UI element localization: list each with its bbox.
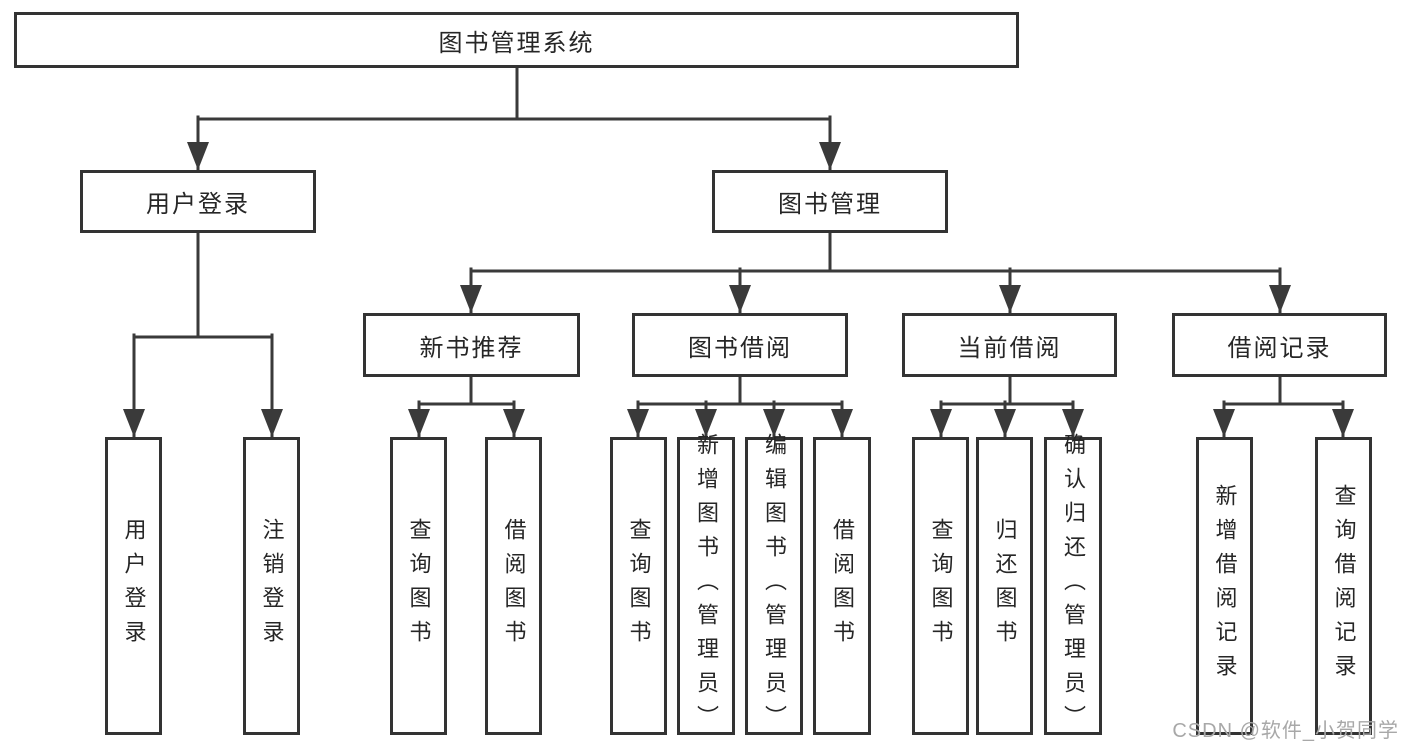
node-leaf-query-books-borrow: 查询图书: [610, 437, 667, 735]
node-leaf-query-books-current: 查询图书: [912, 437, 969, 735]
node-leaf-borrow-books: 借阅图书: [813, 437, 871, 735]
node-leaf-edit-books-admin: 编辑图书（管理员）: [745, 433, 803, 739]
node-user-login-label: 用户登录: [146, 191, 250, 218]
node-leaf-query-books-recommend: 查询图书: [390, 437, 447, 735]
node-leaf-query-borrow-record: 查询借阅记录: [1315, 437, 1372, 735]
node-leaf-confirm-return-admin-label: 确认归还（管理员）: [1061, 433, 1086, 739]
node-leaf-query-borrow-record-label: 查询借阅记录: [1331, 484, 1357, 688]
node-leaf-confirm-return-admin: 确认归还（管理员）: [1044, 433, 1102, 739]
node-leaf-query-books-borrow-label: 查询图书: [626, 518, 652, 654]
node-current-borrow: 当前借阅: [902, 313, 1117, 377]
node-leaf-add-borrow-record: 新增借阅记录: [1196, 437, 1253, 735]
node-book-management: 图书管理: [712, 170, 948, 233]
node-new-book-recommend-label: 新书推荐: [419, 334, 524, 362]
node-book-borrow-label: 图书借阅: [688, 334, 792, 362]
node-book-management-label: 图书管理: [778, 191, 882, 218]
node-borrow-records-label: 借阅记录: [1227, 334, 1332, 362]
node-leaf-query-books-current-label: 查询图书: [928, 518, 954, 654]
csdn-watermark: CSDN @软件_小贺同学: [1172, 720, 1399, 742]
node-leaf-logout: 注销登录: [243, 437, 300, 735]
node-leaf-borrow-books-label: 借阅图书: [830, 518, 855, 654]
node-borrow-records: 借阅记录: [1172, 313, 1387, 377]
node-current-borrow-label: 当前借阅: [957, 334, 1062, 362]
node-leaf-query-books-recommend-label: 查询图书: [406, 518, 432, 654]
node-leaf-add-books-admin: 新增图书（管理员）: [677, 433, 735, 739]
node-leaf-return-books-label: 归还图书: [992, 518, 1018, 654]
node-root-label: 图书管理系统: [438, 29, 595, 57]
node-leaf-add-borrow-record-label: 新增借阅记录: [1212, 484, 1238, 688]
node-leaf-user-login-label: 用户登录: [121, 518, 147, 654]
node-user-login: 用户登录: [80, 170, 316, 233]
node-leaf-borrow-books-recommend: 借阅图书: [485, 437, 542, 735]
node-leaf-logout-label: 注销登录: [259, 518, 285, 654]
node-leaf-borrow-books-recommend-label: 借阅图书: [501, 518, 527, 654]
node-new-book-recommend: 新书推荐: [363, 313, 580, 377]
node-root: 图书管理系统: [14, 12, 1019, 68]
node-leaf-add-books-admin-label: 新增图书（管理员）: [694, 433, 719, 739]
node-leaf-edit-books-admin-label: 编辑图书（管理员）: [762, 433, 787, 739]
node-leaf-return-books: 归还图书: [976, 437, 1033, 735]
node-leaf-user-login: 用户登录: [105, 437, 162, 735]
node-book-borrow: 图书借阅: [632, 313, 848, 377]
